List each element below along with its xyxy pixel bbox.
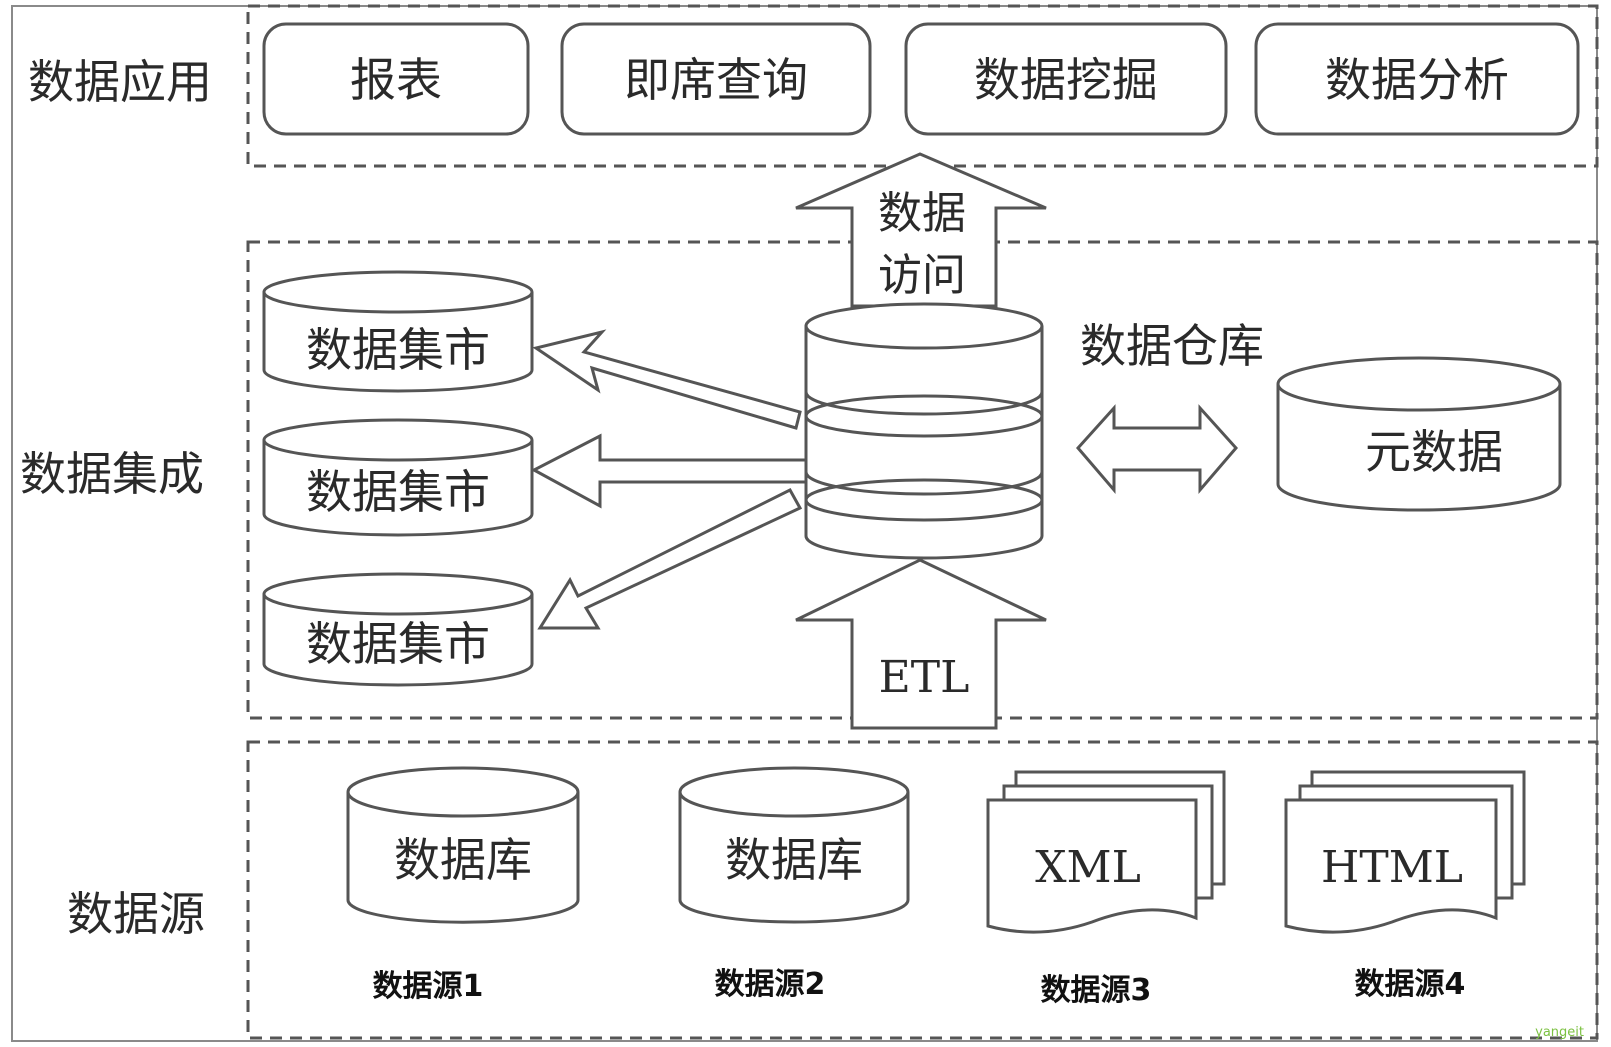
etl-arrow: ETL bbox=[795, 558, 1047, 730]
source-database-2: 数据库 bbox=[678, 766, 910, 924]
data-mart-label: 数据集市 bbox=[306, 617, 490, 671]
data-access-label-line1: 数据 bbox=[878, 188, 966, 239]
etl-label: ETL bbox=[879, 652, 970, 703]
application-report: 报表 bbox=[262, 22, 530, 136]
application-label: 数据分析 bbox=[1325, 53, 1509, 107]
source-xml-label: XML bbox=[1035, 842, 1141, 893]
source-html-documents: HTML bbox=[1284, 770, 1526, 934]
source-xml-documents: XML bbox=[986, 770, 1226, 934]
source-html-label: HTML bbox=[1321, 842, 1463, 893]
data-mart-1: 数据集市 bbox=[262, 270, 534, 393]
application-adhoc-query: 即席查询 bbox=[560, 22, 872, 136]
layer-label-application: 数据应用 bbox=[28, 55, 212, 109]
data-access-label-line2: 访问 bbox=[878, 250, 966, 301]
source-database-label: 数据库 bbox=[725, 833, 863, 887]
source-caption-1: 数据源1 bbox=[373, 969, 484, 1004]
arrow-to-mart-1 bbox=[532, 329, 802, 430]
arrow-to-mart-3 bbox=[537, 488, 803, 630]
source-caption-4: 数据源4 bbox=[1355, 967, 1466, 1002]
application-data-mining: 数据挖掘 bbox=[904, 22, 1228, 136]
application-data-analysis: 数据分析 bbox=[1254, 22, 1580, 136]
integration-layer-box bbox=[246, 240, 1599, 720]
source-layer-box bbox=[246, 740, 1599, 1040]
source-database-1: 数据库 bbox=[346, 766, 580, 924]
data-mart-label: 数据集市 bbox=[306, 323, 490, 377]
application-label: 报表 bbox=[350, 53, 442, 107]
data-access-arrow: 数据 访问 bbox=[795, 152, 1047, 308]
data-mart-3: 数据集市 bbox=[262, 572, 534, 687]
source-caption-3: 数据源3 bbox=[1041, 973, 1152, 1008]
metadata-double-arrow bbox=[1076, 404, 1238, 495]
data-mart-2: 数据集市 bbox=[262, 418, 534, 537]
application-label: 即席查询 bbox=[624, 53, 808, 107]
source-caption-2: 数据源2 bbox=[715, 967, 826, 1002]
source-database-label: 数据库 bbox=[394, 833, 532, 887]
metadata-cylinder: 元数据 bbox=[1276, 356, 1562, 512]
layer-label-source: 数据源 bbox=[67, 887, 205, 941]
metadata-label: 元数据 bbox=[1365, 425, 1503, 479]
data-mart-label: 数据集市 bbox=[306, 465, 490, 519]
data-warehouse-cylinder bbox=[804, 302, 1044, 560]
application-label: 数据挖掘 bbox=[974, 53, 1158, 107]
arrow-to-mart-2 bbox=[530, 433, 808, 509]
watermark: yangeit bbox=[1535, 1025, 1584, 1040]
data-warehouse-label: 数据仓库 bbox=[1080, 319, 1264, 373]
layer-label-integration: 数据集成 bbox=[20, 447, 204, 501]
